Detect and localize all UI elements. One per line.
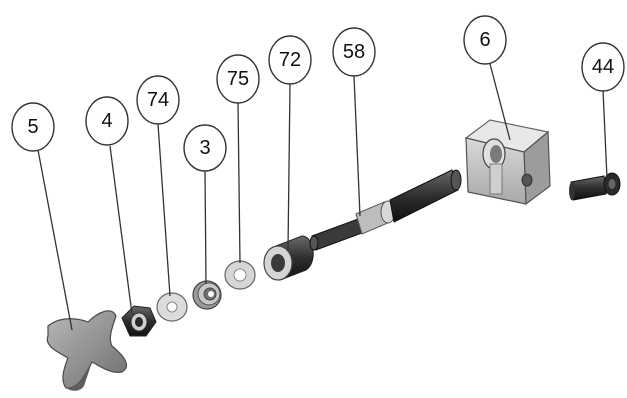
- mounting-block-part: [464, 119, 551, 206]
- callout-4: 4: [85, 96, 129, 146]
- bearing-part: [192, 280, 222, 310]
- leader-line-75: [237, 101, 241, 264]
- callout-3: 3: [183, 124, 227, 172]
- callout-5-label: 5: [27, 116, 38, 138]
- callout-75: 75: [216, 54, 260, 104]
- spacer-sleeve-part: [263, 235, 314, 281]
- threaded-shaft-part: [309, 169, 462, 251]
- callout-72: 72: [268, 35, 312, 85]
- leader-line-4: [109, 145, 133, 315]
- cap-screw-part: [569, 172, 621, 201]
- callout-75-label: 75: [227, 68, 249, 90]
- callout-74-label: 74: [147, 89, 169, 111]
- callout-5: 5: [11, 102, 55, 152]
- callout-58-label: 58: [343, 41, 365, 63]
- callout-3-label: 3: [199, 137, 210, 159]
- callout-4-label: 4: [101, 110, 112, 132]
- callout-74: 74: [136, 75, 180, 125]
- leader-line-72: [287, 83, 291, 251]
- star-knob-part: [46, 310, 127, 391]
- leader-line-3: [204, 169, 207, 285]
- callout-58: 58: [332, 27, 376, 77]
- callout-44: 44: [581, 42, 625, 92]
- leader-line-6: [489, 63, 511, 141]
- callout-72-label: 72: [279, 49, 301, 71]
- hex-nut-part: [121, 305, 157, 337]
- leader-line-5: [37, 149, 73, 331]
- callout-44-label: 44: [592, 56, 614, 78]
- leader-line-58: [353, 75, 361, 217]
- leader-line-74: [157, 123, 171, 297]
- thin-washer-part: [224, 260, 256, 290]
- flat-washer-part: [156, 292, 188, 322]
- callout-6: 6: [463, 15, 507, 65]
- callout-6-label: 6: [479, 29, 490, 51]
- leader-line-44: [602, 89, 608, 179]
